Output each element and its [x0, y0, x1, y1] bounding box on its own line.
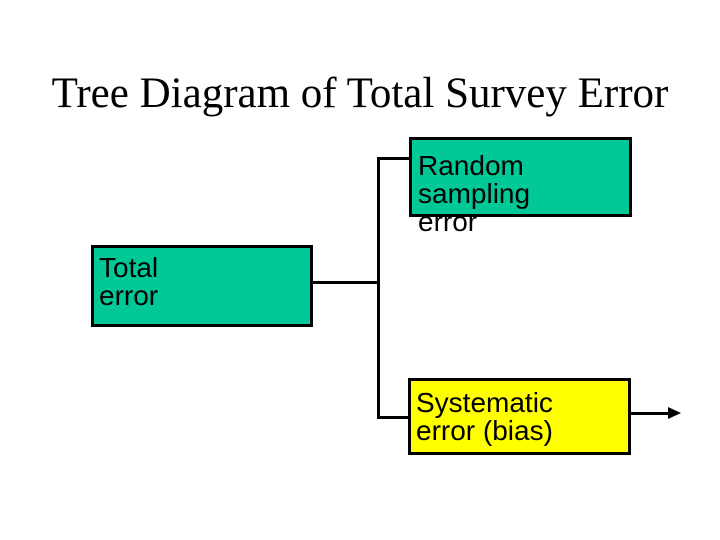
node-total-error: Total error: [91, 245, 313, 327]
node-random-sampling-error: Random sampling error: [409, 137, 632, 236]
connector-branch-random: [377, 157, 409, 160]
arrow-right-icon: [668, 407, 681, 419]
connector-total-to-trunk: [312, 281, 380, 284]
output-arrow-shaft: [631, 412, 670, 415]
connector-vertical-trunk: [377, 157, 380, 419]
slide-title: Tree Diagram of Total Survey Error: [51, 70, 669, 117]
connector-branch-systematic: [377, 416, 408, 419]
node-systematic-error-bias: Systematic error (bias): [408, 378, 631, 455]
